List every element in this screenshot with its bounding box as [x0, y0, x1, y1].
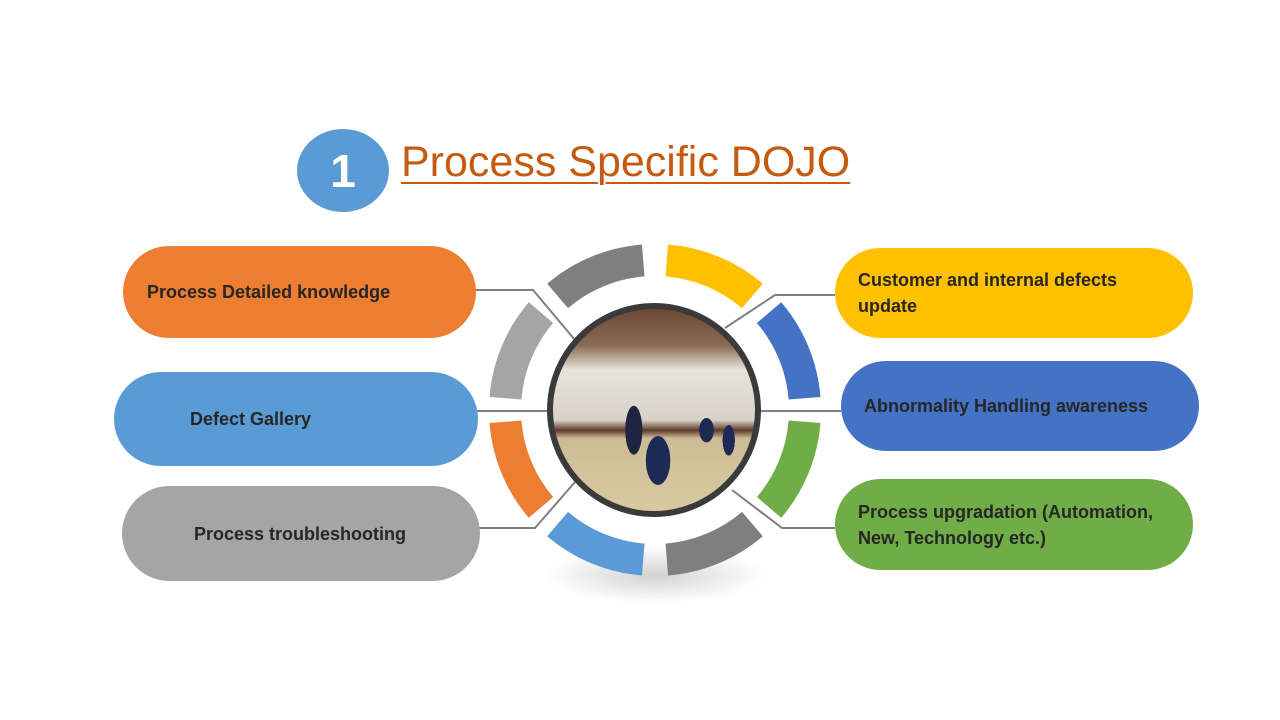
ring-segment	[489, 302, 554, 400]
ring-segment	[547, 511, 645, 576]
connector-line	[724, 294, 835, 329]
item-label: Abnormality Handling awareness	[864, 396, 1149, 416]
item-label: Customer and internal defects update	[858, 270, 1118, 316]
step-number-badge: 1	[297, 129, 389, 212]
item-process-troubleshooting: Process troubleshooting	[122, 486, 480, 581]
item-abnormality-handling: Abnormality Handling awareness	[841, 361, 1199, 451]
dojo-photo	[547, 303, 761, 517]
ring-segment	[547, 244, 645, 309]
connector-line	[731, 489, 835, 529]
item-customer-internal-defects: Customer and internal defects update	[835, 248, 1193, 338]
item-defect-gallery: Defect Gallery	[114, 372, 478, 466]
item-label: Defect Gallery	[190, 409, 312, 429]
ring-segment	[665, 244, 763, 309]
ring-segment	[665, 511, 763, 576]
item-label: Process Detailed knowledge	[147, 282, 391, 302]
ring-segment	[756, 302, 821, 400]
item-label: Process troubleshooting	[194, 523, 407, 544]
item-label: Process upgradation (Automation, New, Te…	[858, 501, 1154, 548]
page-title: Process Specific DOJO	[401, 138, 851, 186]
item-process-detailed-knowledge: Process Detailed knowledge	[123, 246, 476, 338]
connector-line	[476, 289, 576, 341]
ring-segment	[489, 420, 554, 518]
ring-segment	[756, 420, 821, 518]
item-process-upgradation: Process upgradation (Automation, New, Te…	[835, 479, 1193, 570]
